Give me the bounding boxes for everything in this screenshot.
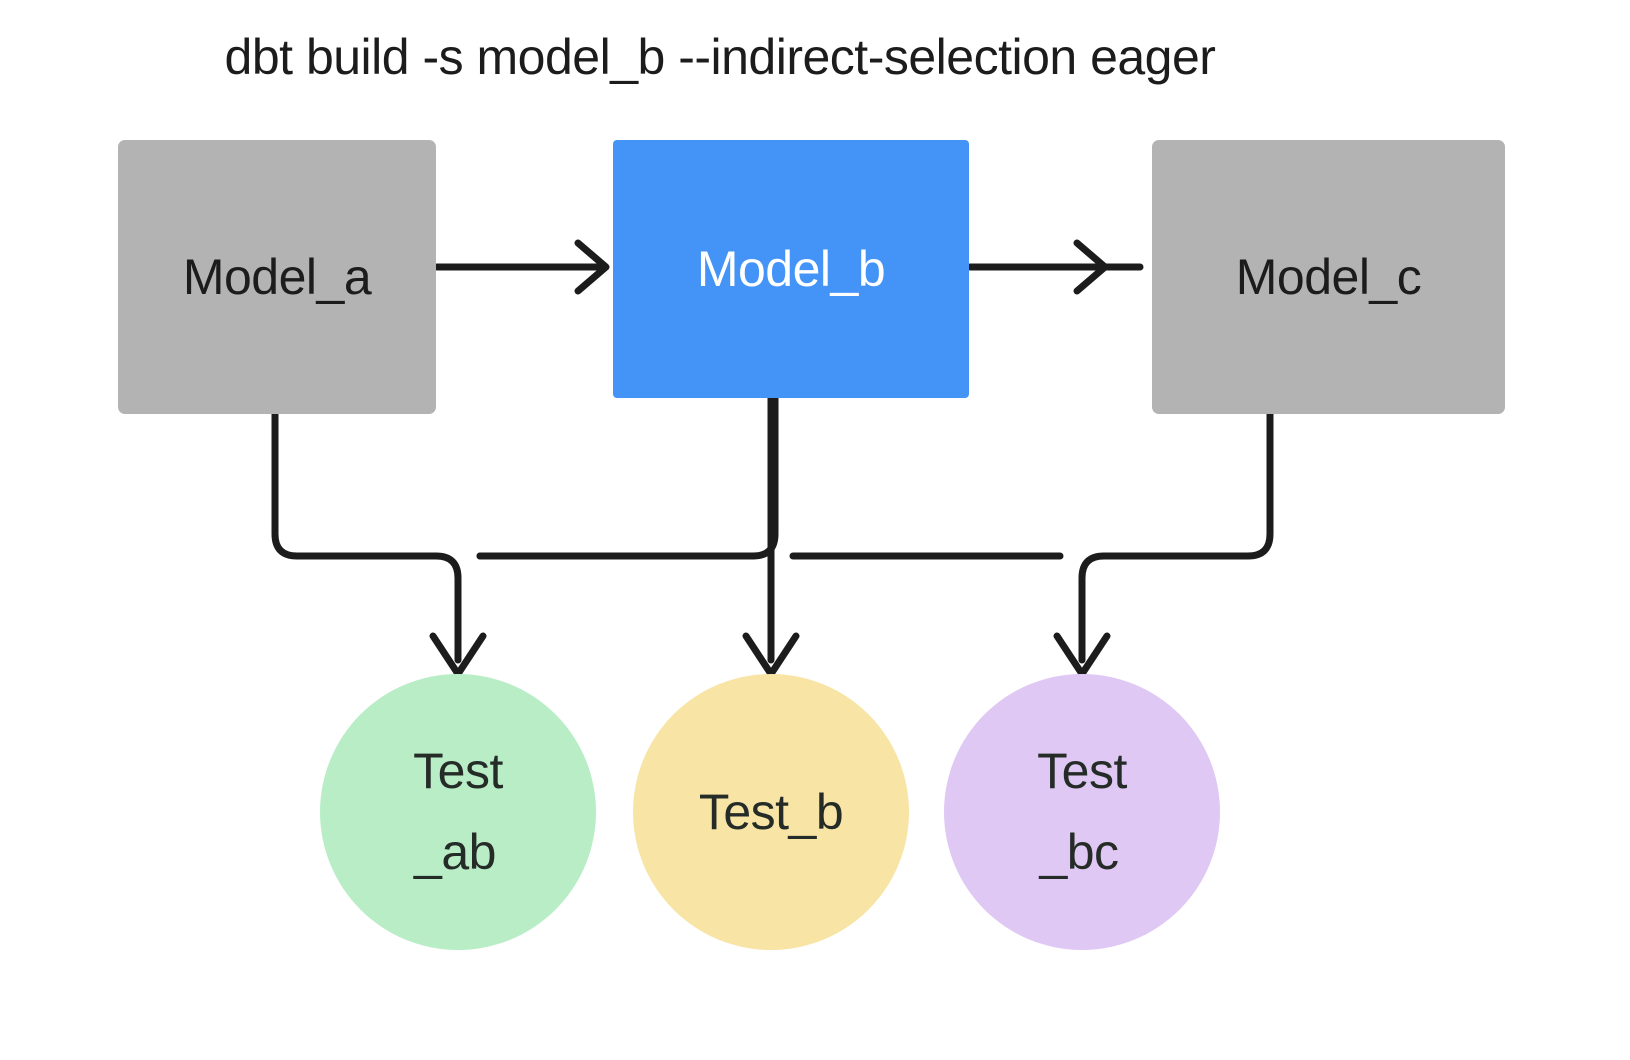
node-test-b[interactable]: Test_b [633,674,909,950]
edge-model-b-to-test-ab [476,394,779,560]
node-test-bc-label-line2: _bc [1039,824,1119,880]
node-test-ab-label-line2: _ab [414,824,496,880]
node-model-a-label: Model_a [182,249,372,305]
node-model-c[interactable]: Model_c [1152,140,1505,414]
node-model-c-label: Model_c [1235,249,1422,305]
page-title: dbt build -s model_b --indirect-selectio… [224,29,1216,85]
node-test-b-label-line1: Test_b [698,783,844,840]
node-test-bc[interactable]: Test _bc [944,674,1220,950]
edge-model-b-to-test-b [742,394,800,678]
edge-model-b-to-model-c [966,239,1144,295]
node-test-ab-label-line1: Test [413,743,503,799]
edge-model-c-to-test-bc [1053,410,1274,678]
node-model-b[interactable]: Model_b [613,140,969,398]
node-model-a[interactable]: Model_a [118,140,436,414]
edge-model-a-to-model-b [433,239,610,295]
node-test-ab[interactable]: Test _ab [320,674,596,950]
node-model-b-label: Model_b [696,241,886,297]
node-test-bc-label-line1: Test [1037,743,1127,799]
edge-model-a-to-test-ab [271,410,487,678]
